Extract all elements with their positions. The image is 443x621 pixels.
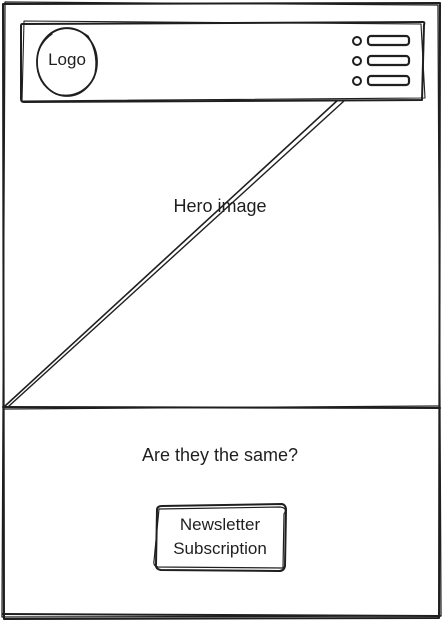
menu-button[interactable] [348,30,414,92]
header-bar [20,20,426,103]
hero-divider [2,405,441,410]
newsletter-button-outline [153,503,287,572]
newsletter-subscription-button[interactable]: Newsletter Subscription [173,515,267,558]
hamburger-menu-icon [352,34,411,87]
hero-image-label: Hero image [173,196,267,216]
section-question: Are they the same? [141,445,299,465]
logo-circle [36,27,98,97]
footer-divider [2,613,441,617]
hero-image-placeholder-icon [4,98,345,407]
logo-label[interactable]: Logo [48,50,86,69]
